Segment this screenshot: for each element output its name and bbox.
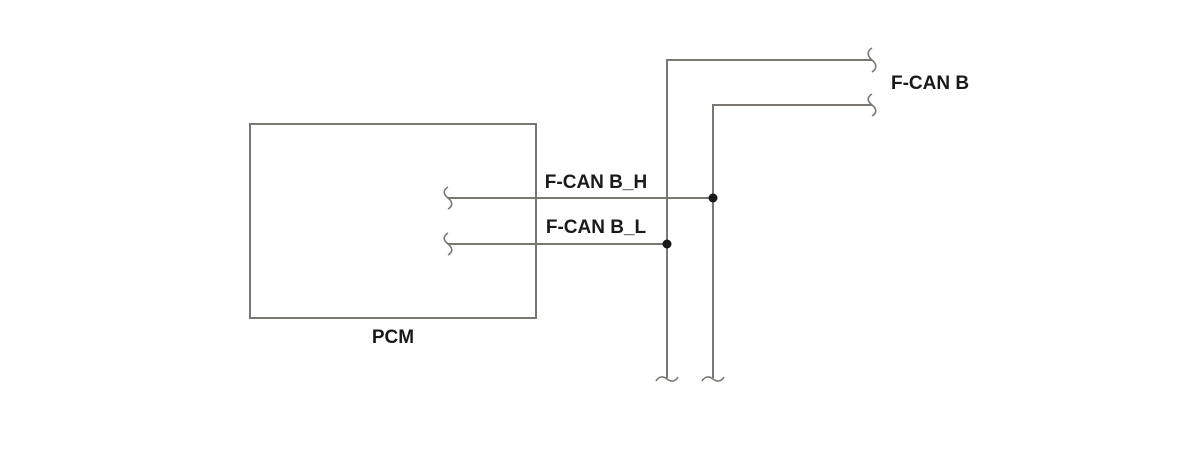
wire-break-pcm-high-icon bbox=[443, 186, 453, 210]
bus-wire-lower bbox=[712, 104, 872, 378]
junction-low-dot bbox=[662, 239, 672, 249]
wire-break-pcm-low-icon bbox=[443, 232, 453, 256]
pcm-module-box bbox=[249, 123, 537, 319]
f-can-b-l-label: F-CAN B_L bbox=[546, 217, 647, 238]
wire-break-bus-upper-icon bbox=[867, 47, 877, 73]
junction-high-dot bbox=[708, 193, 718, 203]
f-can-b-h-label: F-CAN B_H bbox=[545, 172, 647, 193]
wire-break-bottom-left-icon bbox=[655, 376, 679, 382]
pcm-label: PCM bbox=[372, 327, 414, 348]
wire-break-bottom-right-icon bbox=[701, 376, 725, 382]
f-can-b-bus-label: F-CAN B bbox=[891, 73, 969, 94]
wire-break-bus-lower-icon bbox=[867, 93, 877, 117]
bus-wire-upper bbox=[666, 59, 872, 378]
